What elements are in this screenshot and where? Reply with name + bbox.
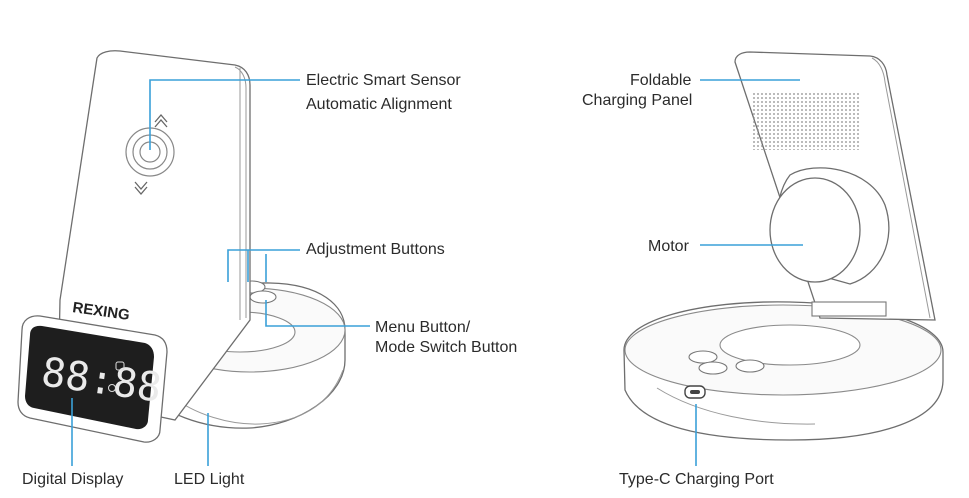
label-foldable-line2: Charging Panel [582,92,692,109]
back-view-device [623,51,944,441]
menu-button[interactable] [249,290,277,304]
label-sensor-line1: Electric Smart Sensor [306,72,461,89]
speaker-grille [752,92,860,150]
back-button-2[interactable] [698,361,728,375]
front-view-device: REXING 88:88 [17,50,346,443]
digital-display: 88:88 [17,315,168,443]
label-digital-display: Digital Display [22,471,123,488]
label-menu-line2: Mode Switch Button [375,339,517,356]
wireless-icon [108,384,116,392]
label-led-light: LED Light [174,471,245,488]
label-foldable-line1: Foldable [630,72,691,89]
right-leader-lines [695,79,803,466]
alarm-icon [115,361,125,371]
chevron-down-icon [134,181,148,195]
label-type-c: Type-C Charging Port [619,471,774,488]
label-menu-line1: Menu Button/ [375,319,471,336]
label-adjustment-buttons: Adjustment Buttons [306,241,445,258]
chevron-up-icon [154,114,168,128]
back-charging-base [623,301,944,441]
label-sensor-line2: Automatic Alignment [306,96,452,113]
left-leader-lines [71,79,370,466]
label-motor: Motor [648,238,690,255]
motor-puck [769,167,890,285]
back-button-1[interactable] [688,350,718,364]
back-button-3[interactable] [735,359,765,373]
type-c-port [684,385,706,399]
